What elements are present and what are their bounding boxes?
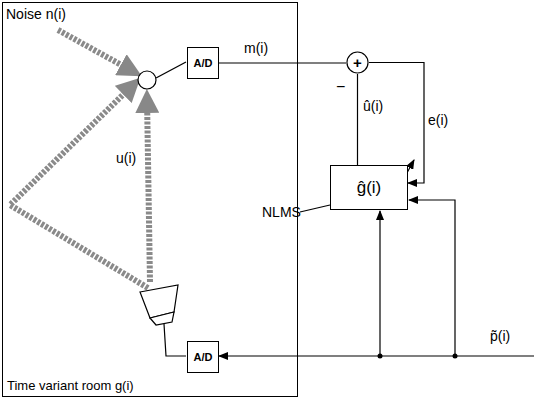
adaptive-filter-box: ĝ(i) bbox=[330, 165, 408, 210]
ad-converter: A/D bbox=[187, 47, 219, 79]
signal-name: p̃(i) bbox=[490, 328, 510, 344]
minus-sign: − bbox=[336, 78, 345, 96]
room-box: Time variant room g(i) A/D A/D bbox=[2, 2, 298, 397]
summing-junction: + bbox=[346, 51, 369, 74]
room-label: Time variant room g(i) bbox=[7, 378, 134, 393]
noise-label: Noise n(i) bbox=[6, 6, 66, 22]
node-text: + bbox=[353, 54, 362, 71]
signal-line bbox=[357, 74, 358, 165]
node-text: A/D bbox=[194, 351, 213, 363]
node-text: ĝ(i) bbox=[357, 178, 382, 198]
algorithm-name: NLMS bbox=[262, 204, 301, 220]
node-text: A/D bbox=[194, 57, 213, 69]
signal-name: û(i) bbox=[363, 98, 383, 114]
signal-line bbox=[219, 62, 346, 63]
signal-name: e(i) bbox=[428, 112, 448, 128]
signal-name: u(i) bbox=[116, 150, 136, 166]
ad-converter: A/D bbox=[187, 341, 219, 373]
signal-name: m(i) bbox=[244, 40, 268, 56]
